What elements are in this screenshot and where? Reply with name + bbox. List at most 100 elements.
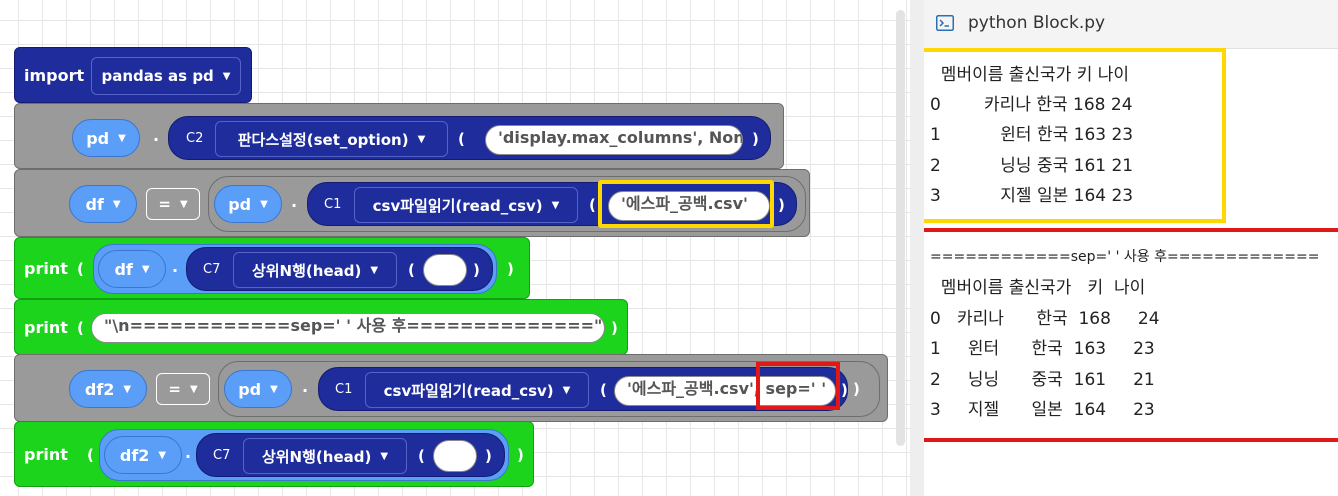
method-badge: C7 (203, 262, 221, 277)
variable-df-dropdown[interactable]: df ▼ (69, 185, 137, 223)
triangle-down-icon: ▼ (158, 449, 167, 461)
output-row: 0 카리나 한국 168 24 (930, 309, 1160, 329)
variable-df2-dropdown[interactable]: df2 ▼ (69, 370, 147, 408)
import-block[interactable]: import pandas as pd ▼ (14, 47, 252, 103)
output-row: 1 윈터 한국 163 23 (930, 339, 1155, 359)
empty-argument-field[interactable] (433, 440, 477, 472)
method-call-pill[interactable]: C7 상위N행(head) ▼ ( ) (186, 247, 493, 291)
dot-operator: . (172, 257, 179, 276)
print-keyword: print (24, 259, 68, 278)
variable-df-dropdown[interactable]: df ▼ (98, 250, 166, 288)
method-call-pill[interactable]: C1 csv파일읽기(read_csv) ▼ ( '에스파_공백.csv' ) (307, 182, 797, 226)
method-call-pill[interactable]: C7 상위N행(head) ▼ ( ) (196, 433, 505, 477)
output-row: 2 닝닝 중국 161 21 (930, 156, 1134, 176)
open-paren: ( (77, 260, 84, 278)
set-option-block[interactable]: pd ▼ . C2 판다스설정(set_option) ▼ ( 'display… (14, 103, 784, 169)
open-paren: ( (77, 319, 84, 337)
dot-operator: . (185, 443, 192, 462)
pd-object-dropdown[interactable]: pd ▼ (72, 119, 140, 157)
argument-text: 'display.max_columns', None (498, 128, 743, 147)
method-badge: C1 (324, 197, 342, 212)
method-dropdown[interactable]: 상위N행(head) ▼ (233, 252, 397, 288)
block-workspace[interactable]: import pandas as pd ▼ pd ▼ . C2 판다스설정(se… (0, 0, 910, 496)
separator-text-field[interactable]: "\n============sep=' ' 사용 후=============… (91, 313, 605, 343)
method-label: csv파일읽기(read_csv) (383, 381, 554, 400)
object-label: pd (228, 194, 252, 214)
method-call-pill[interactable]: C2 판다스설정(set_option) ▼ ( 'display.max_co… (168, 116, 771, 160)
method-label: 상위N행(head) (251, 261, 362, 280)
open-paren: ( (600, 381, 607, 399)
operator-label: = (168, 380, 181, 398)
variable-label: df2 (119, 445, 150, 465)
operator-label: = (158, 195, 171, 213)
output-row: 2 닝닝 중국 161 21 (930, 370, 1155, 390)
outer-close-paren: ) (853, 380, 860, 398)
method-badge: C7 (213, 448, 231, 463)
panel-splitter[interactable] (910, 0, 924, 496)
argument-text-field[interactable]: '에스파_공백.csv', sep=' ' (614, 376, 836, 406)
dot-operator: . (302, 377, 309, 396)
triangle-down-icon: ▼ (222, 70, 231, 82)
output-row: 3 지젤 일본 164 23 (930, 186, 1134, 206)
output-header-row: 멤버이름 출신국가 키 나이 (930, 65, 1130, 85)
triangle-down-icon: ▼ (141, 263, 150, 275)
output-row: 1 윈터 한국 163 23 (930, 125, 1134, 145)
pd-object-dropdown[interactable]: pd ▼ (214, 185, 282, 223)
argument-text: '에스파_공백.csv' (621, 194, 748, 213)
method-badge: C1 (335, 382, 353, 397)
argument-text: '에스파_공백.csv', sep=' ' (627, 379, 827, 398)
pd-object-dropdown[interactable]: pd ▼ (224, 370, 292, 408)
triangle-down-icon: ▼ (260, 198, 268, 210)
print-keyword: print (24, 445, 68, 464)
close-paren: ) (507, 260, 514, 278)
triangle-down-icon: ▼ (551, 199, 560, 211)
red-highlight-box (756, 362, 840, 410)
variable-label: df (114, 259, 133, 279)
separator-line: ============sep=' ' 사용 후============= (930, 249, 1320, 265)
import-keyword: import (24, 66, 85, 85)
close-paren: ) (841, 381, 848, 399)
yellow-highlight-box (598, 180, 774, 228)
empty-argument-field[interactable] (423, 254, 467, 286)
triangle-down-icon: ▼ (179, 198, 188, 210)
output-header-row: 멤버이름 출신국가 키 나이 (930, 278, 1146, 298)
print-separator-block[interactable]: print ( "\n============sep=' ' 사용 후=====… (14, 299, 628, 355)
dot-operator: . (291, 192, 298, 211)
method-label: 판다스설정(set_option) (237, 130, 409, 149)
method-dropdown[interactable]: csv파일읽기(read_csv) ▼ (354, 187, 578, 223)
object-label: pd (238, 379, 262, 399)
open-paren: ( (458, 130, 465, 148)
red-output-highlight (924, 228, 1338, 442)
object-label: pd (86, 128, 110, 148)
print-df2-head-block[interactable]: print ( df2 ▼ . C7 상위N행(head) ▼ ( ) ) (14, 421, 534, 487)
operator-dropdown[interactable]: = ▼ (146, 188, 200, 220)
output-row: 3 지젤 일본 164 23 (930, 400, 1155, 420)
method-dropdown[interactable]: 판다스설정(set_option) ▼ (215, 121, 448, 157)
close-paren: ) (611, 319, 618, 337)
operator-dropdown[interactable]: = ▼ (156, 373, 210, 405)
module-dropdown[interactable]: pandas as pd ▼ (91, 57, 241, 95)
print-df-head-block[interactable]: print ( df ▼ . C7 상위N행(head) ▼ ( ) ) (14, 237, 530, 299)
inner-open-paren: ( (418, 447, 425, 465)
triangle-down-icon: ▼ (112, 198, 121, 210)
method-badge: C2 (186, 131, 204, 146)
argument-text-field[interactable]: 'display.max_columns', None (485, 125, 743, 155)
inner-open-paren: ( (408, 261, 415, 279)
print-keyword: print (24, 318, 68, 337)
inner-close-paren: ) (473, 261, 480, 279)
open-paren: ( (87, 446, 94, 464)
variable-df2-dropdown[interactable]: df2 ▼ (104, 436, 182, 474)
method-dropdown[interactable]: csv파일읽기(read_csv) ▼ (365, 372, 589, 408)
open-paren: ( (589, 196, 596, 214)
console-header: python Block.py (924, 0, 1338, 49)
yellow-output-highlight (924, 48, 1226, 223)
triangle-down-icon: ▼ (417, 133, 426, 145)
method-dropdown[interactable]: 상위N행(head) ▼ (243, 438, 407, 474)
triangle-down-icon: ▼ (118, 132, 126, 144)
variable-label: df (85, 194, 104, 214)
workspace-scrollbar[interactable] (896, 10, 905, 446)
triangle-down-icon: ▼ (380, 450, 389, 462)
argument-text-field[interactable]: '에스파_공백.csv' (608, 191, 770, 221)
triangle-down-icon: ▼ (189, 383, 198, 395)
method-label: csv파일읽기(read_csv) (372, 196, 543, 215)
